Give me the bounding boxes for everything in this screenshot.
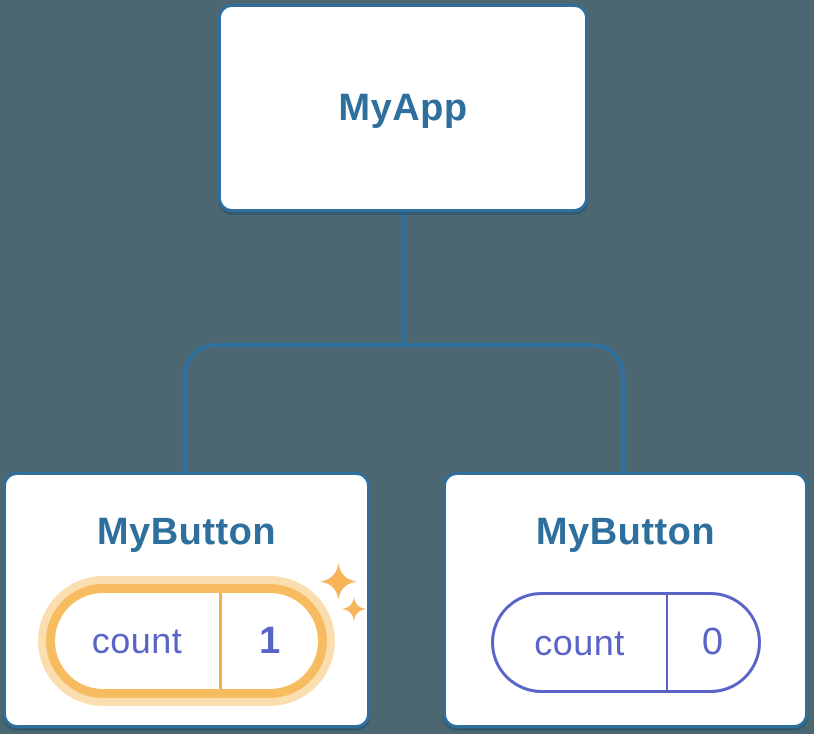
component-node-mybutton-2: MyButton count 0	[443, 472, 808, 728]
component-label: MyApp	[338, 87, 468, 129]
state-value: 0	[701, 621, 724, 663]
state-pill: count 1	[46, 584, 327, 698]
connector-branch	[183, 343, 625, 472]
component-node-myapp: MyApp	[218, 4, 588, 212]
component-node-mybutton-1: MyButton count 1	[3, 472, 370, 728]
component-label: MyButton	[96, 511, 277, 553]
sparkle-large-icon	[320, 563, 357, 600]
state-value: 1	[259, 619, 281, 662]
state-pill: count 0	[490, 592, 761, 693]
state-pill-highlight-ring: count 1	[38, 576, 335, 706]
state-key: count	[534, 621, 625, 663]
state-key: count	[91, 620, 183, 661]
sparkle-small-icon	[342, 597, 366, 621]
component-label: MyButton	[535, 511, 716, 553]
state-pill-divider	[665, 595, 668, 690]
state-pill-divider	[219, 593, 222, 689]
